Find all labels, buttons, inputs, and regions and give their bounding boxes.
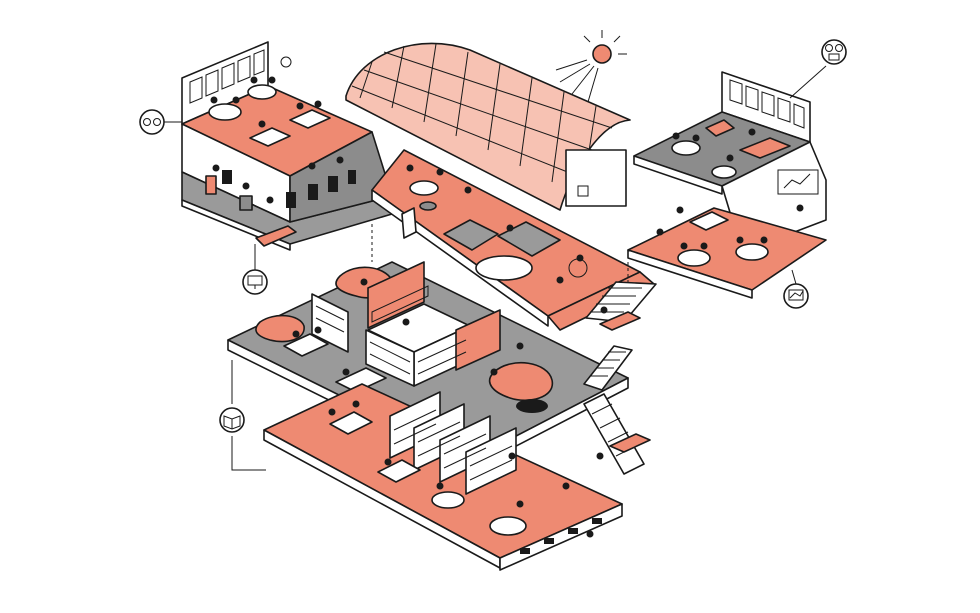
staircase — [583, 281, 657, 475]
upper-right-study-room — [627, 71, 827, 299]
sun-icon — [555, 30, 627, 103]
glass-vault-roof — [345, 42, 631, 211]
reading-glasses-icon — [789, 39, 847, 99]
reading-glasses-icon — [139, 109, 182, 135]
presentation-board-icon — [783, 269, 809, 309]
open-book-icon — [219, 360, 266, 471]
computer-monitor-icon — [242, 244, 268, 295]
ground-floor-reading-area — [263, 383, 623, 571]
